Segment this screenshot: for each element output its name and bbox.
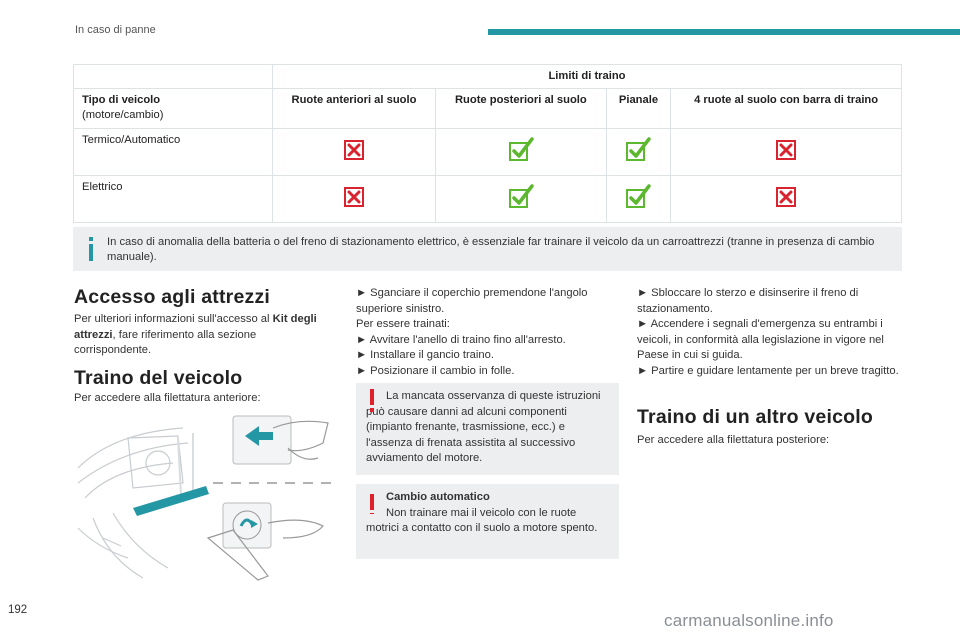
towed-label: Per essere trainati: bbox=[356, 318, 450, 330]
warning-icon bbox=[370, 494, 374, 514]
warning-box: La mancata osservanza di queste istruzio… bbox=[356, 383, 619, 475]
check-icon bbox=[508, 136, 534, 161]
warning-box-automatic: Cambio automatico Non trainare mai il ve… bbox=[356, 484, 619, 559]
warning-icon bbox=[370, 389, 374, 412]
access-text-after: , fare riferimento alla sezione corrispo… bbox=[74, 328, 257, 357]
step-install-hook: ► Installare il gancio traino. bbox=[356, 349, 494, 361]
front-tow-eye-illustration bbox=[73, 408, 338, 583]
row-label: Elettrico bbox=[73, 175, 273, 223]
status-cell bbox=[434, 175, 607, 223]
column-header: Ruote anteriori al suolo bbox=[272, 88, 436, 129]
page-number: 192 bbox=[8, 604, 28, 616]
status-cell bbox=[434, 128, 607, 176]
warning-automatic-text: Cambio automatico Non trainare mai il ve… bbox=[356, 484, 619, 545]
check-icon bbox=[508, 183, 534, 208]
cross-icon bbox=[776, 139, 797, 160]
watermark: carmanualsonline.info bbox=[664, 611, 834, 630]
step-hazard-lights: ► Accendere i segnali d'emergenza su ent… bbox=[637, 318, 884, 361]
vehicle-type-header: Tipo di veicolo (motore/cambio) bbox=[73, 88, 273, 129]
table-row: Termico/Automatico bbox=[73, 128, 902, 176]
status-cell bbox=[605, 175, 672, 223]
step-drive-slowly: ► Partire e guidare lentamente per un br… bbox=[637, 364, 899, 377]
towing-title: Traino del veicolo bbox=[74, 367, 243, 389]
towing-steps: ► Sganciare il coperchio premendone l'an… bbox=[356, 286, 621, 379]
row-label: Termico/Automatico bbox=[73, 128, 273, 176]
check-icon bbox=[626, 183, 652, 208]
step-unlock-steering: ► Sbloccare lo sterzo e disinserire il f… bbox=[637, 287, 859, 315]
column-header: Ruote posteriori al suolo bbox=[434, 88, 607, 129]
step-remove-cover: ► Sganciare il coperchio premendone l'an… bbox=[356, 287, 588, 315]
towing-intro: Per accedere alla filettatura anteriore: bbox=[74, 392, 261, 404]
car-front-drawing bbox=[77, 415, 338, 581]
warning-text: La mancata osservanza di queste istruzio… bbox=[356, 383, 619, 475]
header-accent-bar bbox=[488, 29, 960, 35]
access-title: Accesso agli attrezzi bbox=[74, 286, 271, 308]
status-cell bbox=[605, 128, 672, 176]
info-note-box: In caso di anomalia della batteria o del… bbox=[73, 227, 902, 271]
info-icon bbox=[89, 237, 93, 261]
status-cell bbox=[272, 128, 436, 176]
table-empty-cell bbox=[73, 64, 273, 89]
column-header: 4 ruote al suolo con barra di traino bbox=[670, 88, 902, 129]
status-cell bbox=[670, 175, 902, 223]
status-cell bbox=[670, 128, 902, 176]
cross-icon bbox=[343, 186, 364, 207]
vehicle-type-label: Tipo di veicolo bbox=[82, 94, 161, 106]
section-title: In caso di panne bbox=[75, 24, 156, 36]
warning-title: Cambio automatico bbox=[386, 491, 490, 503]
access-paragraph: Per ulteriori informazioni sull'accesso … bbox=[74, 312, 324, 359]
cross-icon bbox=[343, 139, 364, 160]
status-cell bbox=[272, 175, 436, 223]
column-header: Pianale bbox=[605, 88, 672, 129]
tow-other-title: Traino di un altro veicolo bbox=[637, 406, 873, 428]
drive-steps: ► Sbloccare lo sterzo e disinserire il f… bbox=[637, 286, 907, 379]
tool-kit-link: Kit degli attrezzi bbox=[74, 313, 317, 341]
step-screw-eye: ► Avvitare l'anello di traino fino all'a… bbox=[356, 333, 566, 346]
cross-icon bbox=[776, 186, 797, 207]
table-row: Elettrico bbox=[73, 175, 902, 223]
warning-body: Non trainare mai il veicolo con le ruote… bbox=[366, 506, 598, 535]
vehicle-type-sub: (motore/cambio) bbox=[82, 109, 164, 121]
info-note-text: In caso di anomalia della batteria o del… bbox=[107, 236, 875, 263]
tow-other-intro: Per accedere alla filettatura posteriore… bbox=[637, 434, 830, 446]
towing-limits-table: Limiti di traino Tipo di veicolo (motore… bbox=[73, 64, 902, 223]
warning-body: La mancata osservanza di queste istruzio… bbox=[366, 390, 601, 464]
check-icon bbox=[626, 136, 652, 161]
access-text-before: Per ulteriori informazioni sull'accesso … bbox=[74, 313, 273, 325]
step-neutral: ► Posizionare il cambio in folle. bbox=[356, 364, 515, 377]
table-group-header: Limiti di traino bbox=[272, 64, 902, 89]
